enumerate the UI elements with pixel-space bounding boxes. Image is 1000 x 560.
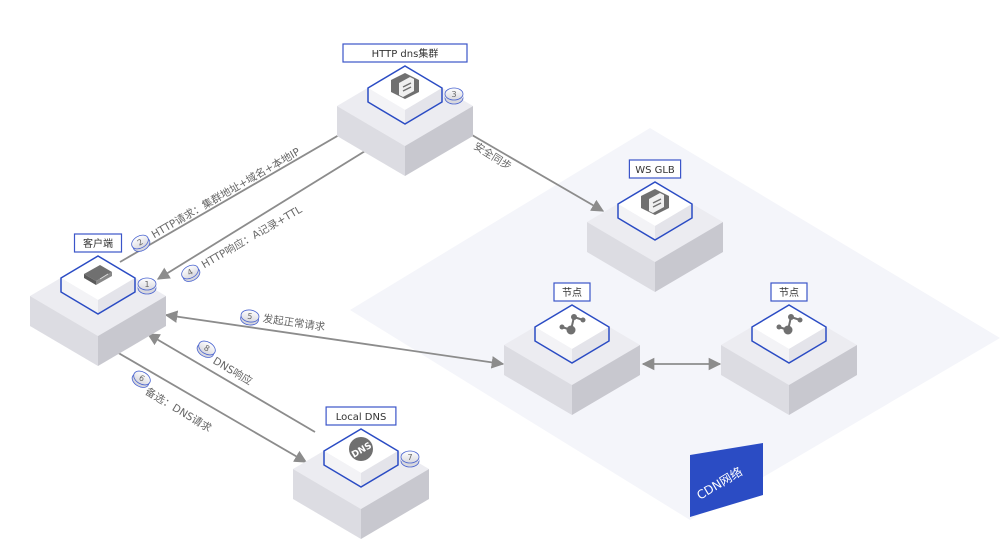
- block-right: [98, 296, 166, 366]
- block-right: [789, 345, 857, 415]
- document-stack-icon: [391, 73, 419, 99]
- block-right: [405, 106, 473, 176]
- cube-left: [535, 327, 572, 363]
- svg-text:2: 2: [136, 237, 145, 247]
- block-right: [655, 222, 723, 292]
- node-label: Local DNS: [325, 406, 397, 426]
- cube-outline: [367, 65, 443, 125]
- step-badge: 5: [240, 309, 260, 326]
- step-badge: 6: [131, 370, 151, 388]
- network-node-icon: [559, 314, 586, 335]
- cube-right: [98, 278, 135, 314]
- node-httpdns[interactable]: HTTP dns集群 3: [337, 43, 473, 176]
- node-label: 节点: [770, 282, 808, 302]
- block-right: [572, 345, 640, 415]
- cube-outline: [60, 255, 136, 315]
- edge-http-request: [119, 123, 360, 263]
- nodes: 客户端 1 HTTP dns集群 3 WS GLB 节点 节点 DNS Local DNS 7: [30, 43, 857, 539]
- cdn-zone-area: [350, 128, 1000, 520]
- edges: [114, 123, 722, 463]
- cube-right: [789, 327, 826, 363]
- cube-left: [61, 278, 98, 314]
- step-badge: 4: [181, 264, 201, 282]
- cdn-zone-tag: [690, 443, 763, 517]
- block-left: [30, 296, 98, 366]
- dns-globe-icon: DNS: [349, 437, 374, 461]
- cube-right: [655, 204, 692, 240]
- node-label-text: 客户端: [83, 237, 113, 250]
- edge-label-text: 备选：DNS请求: [143, 385, 215, 435]
- cube-outline: [751, 304, 827, 364]
- svg-text:8: 8: [202, 343, 211, 353]
- node-client[interactable]: 客户端 1: [30, 233, 166, 366]
- block-right: [361, 469, 429, 539]
- node-label: 节点: [553, 282, 591, 302]
- cube-left: [752, 327, 789, 363]
- step-badge: 3: [444, 87, 464, 105]
- document-stack-icon: [641, 189, 669, 215]
- edge-dns-response: [146, 333, 316, 433]
- node-label-text: WS GLB: [635, 165, 675, 176]
- node-label-text: HTTP dns集群: [372, 47, 439, 60]
- edge-label-8: 8 DNS响应: [196, 340, 255, 388]
- node-label-text: 节点: [779, 287, 799, 299]
- block-left: [721, 345, 789, 415]
- cube-right: [572, 327, 609, 363]
- edge-secure-sync: [451, 123, 605, 212]
- step-badge: 7: [400, 450, 420, 468]
- server-icon: [84, 265, 112, 285]
- node-label: 客户端: [73, 233, 123, 253]
- svg-text:6: 6: [137, 373, 146, 383]
- edge-label-text: HTTP响应：A记录+TTL: [199, 203, 304, 271]
- cube-right: [405, 88, 442, 124]
- cdn-zone: CDN网络: [350, 128, 1000, 520]
- node-label: WS GLB: [628, 159, 682, 179]
- svg-text:5: 5: [247, 312, 253, 322]
- svg-text:1: 1: [144, 280, 149, 289]
- network-node-icon: [776, 314, 803, 335]
- svg-text:4: 4: [186, 267, 195, 277]
- svg-text:3: 3: [451, 90, 456, 99]
- svg-text:7: 7: [407, 453, 412, 462]
- edge-http-response: [156, 139, 384, 280]
- cube-left: [618, 204, 655, 240]
- node-node1[interactable]: 节点: [504, 282, 640, 415]
- cube-outline: [323, 428, 399, 488]
- cube-outline: [534, 304, 610, 364]
- edge-normal-request: [164, 310, 505, 369]
- node-label-text: 节点: [562, 287, 582, 299]
- node-wsglb[interactable]: WS GLB: [587, 159, 723, 292]
- block-left: [587, 222, 655, 292]
- edge-dns-request: [114, 350, 308, 463]
- cube-left: [324, 451, 361, 487]
- cube-outline: [617, 181, 693, 241]
- node-label: HTTP dns集群: [342, 43, 468, 63]
- cube-right: [361, 451, 398, 487]
- block-left: [504, 345, 572, 415]
- node-localdns[interactable]: DNS Local DNS 7: [293, 406, 429, 539]
- edge-label-6: 6 备选：DNS请求: [131, 370, 215, 435]
- node-label-text: Local DNS: [336, 412, 387, 423]
- node-node2[interactable]: 节点: [721, 282, 857, 415]
- block-left: [293, 469, 361, 539]
- edge-label-2: 2 HTTP请求：集群地址+域名+本地IP: [131, 145, 302, 252]
- cube-left: [368, 88, 405, 124]
- step-badge: 2: [131, 234, 151, 252]
- block-left: [337, 106, 405, 176]
- step-badge: 8: [196, 340, 216, 358]
- step-badge: 1: [137, 277, 157, 295]
